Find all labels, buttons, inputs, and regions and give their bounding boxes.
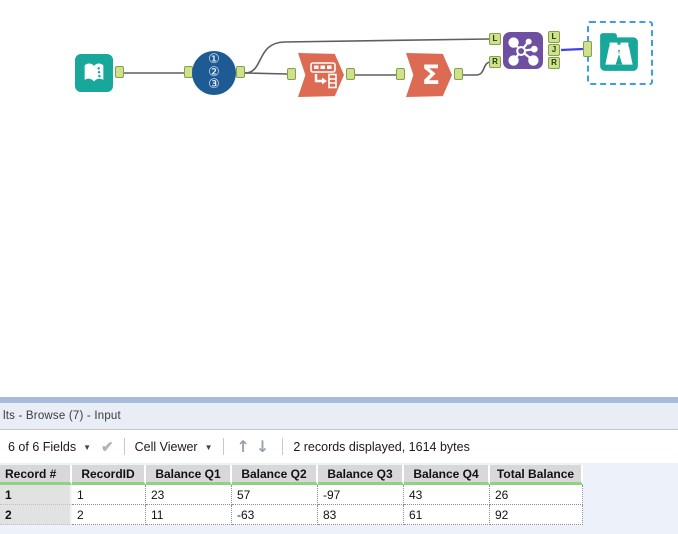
anchor-recordid-output[interactable] [236,66,245,78]
tool-browse[interactable] [598,30,640,78]
connection-recordid-to-join-left[interactable] [244,38,490,74]
results-grid-area: Record # RecordID Balance Q1 Balance Q2 … [0,463,678,534]
anchor-join-input-right[interactable]: R [489,56,501,68]
anchor-join-output-join[interactable]: J [548,44,560,56]
table-header-row: Record # RecordID Balance Q1 Balance Q2 … [0,465,583,485]
cell-balance-q1[interactable]: 23 [146,485,232,505]
anchor-summarize-output[interactable] [454,68,463,80]
connection-summarize-to-join-right[interactable] [463,61,492,76]
cell-balance-q4[interactable]: 61 [404,505,490,525]
digit-2: ② [208,64,220,80]
records-info-text: 2 records displayed, 1614 bytes [293,439,470,454]
cell-balance-q4[interactable]: 43 [404,485,490,505]
anchor-transpose-input[interactable] [287,68,296,80]
column-header-balance-q4[interactable]: Balance Q4 [404,465,490,485]
row-number-cell[interactable]: 1 [0,485,72,505]
next-record-arrow-icon[interactable]: ↓ [255,437,270,456]
fields-dropdown-caret-icon[interactable]: ▼ [83,443,92,452]
cell-recordid[interactable]: 2 [72,505,146,525]
anchor-join-output-left[interactable]: L [548,31,560,43]
cell-balance-q3[interactable]: -97 [318,485,404,505]
cell-balance-q1[interactable]: 11 [146,505,232,525]
join-network-icon [503,32,543,69]
browse-binoculars-icon [598,30,640,78]
column-header-record-number[interactable]: Record # [0,465,72,485]
digit-1: ① [208,52,220,68]
summarize-sigma-icon: Σ [406,53,452,97]
cell-balance-q2[interactable]: -63 [232,505,318,525]
digit-3: ③ [208,77,220,93]
cell-balance-q3[interactable]: 83 [318,505,404,525]
results-panel-title: lts - Browse (7) - Input [0,403,678,430]
cell-total-balance[interactable]: 92 [490,505,583,525]
column-header-balance-q1[interactable]: Balance Q1 [146,465,232,485]
cell-recordid[interactable]: 1 [72,485,146,505]
column-header-recordid[interactable]: RecordID [72,465,146,485]
anchor-join-output-right[interactable]: R [548,57,560,69]
column-header-balance-q3[interactable]: Balance Q3 [318,465,404,485]
column-header-total-balance[interactable]: Total Balance [490,465,583,485]
results-toolbar: 6 of 6 Fields ▼ ✔ Cell Viewer ▼ ↑ ↓ 2 re… [0,430,678,463]
anchor-join-input-left[interactable]: L [489,33,501,45]
anchor-transpose-output[interactable] [346,68,355,80]
record-id-123-icon: ① ② ③ [192,51,236,95]
results-table: Record # RecordID Balance Q1 Balance Q2 … [0,465,583,525]
results-panel: lts - Browse (7) - Input 6 of 6 Fields ▼… [0,396,678,534]
cell-viewer-dropdown[interactable]: Cell Viewer [134,439,198,454]
panel-title-text: lts - Browse (7) - Input [3,410,121,422]
apply-check-icon[interactable]: ✔ [101,438,114,456]
connection-wires [124,38,584,76]
panel-splitter-handle[interactable] [0,396,678,403]
row-number-cell[interactable]: 2 [0,505,72,525]
tool-summarize[interactable]: Σ [406,53,452,97]
tool-join[interactable] [503,32,543,69]
anchor-browse-input[interactable] [583,41,592,57]
input-data-book-icon [75,54,113,92]
anchor-input-output[interactable] [115,66,124,78]
transpose-table-arrow-icon [298,53,344,97]
fields-dropdown[interactable]: 6 of 6 Fields [8,439,77,454]
previous-record-arrow-icon[interactable]: ↑ [236,437,250,456]
toolbar-divider [282,438,284,455]
connection-join-to-browse-selected[interactable] [560,47,584,52]
cell-viewer-caret-icon[interactable]: ▼ [204,443,213,452]
toolbar-divider [123,438,125,455]
workflow-canvas[interactable]: ① ② ③ [0,0,678,396]
anchor-summarize-input[interactable] [396,68,405,80]
tool-input-data[interactable] [75,54,113,92]
table-row: 2 2 11 -63 83 61 92 [0,505,583,525]
cell-total-balance[interactable]: 26 [490,485,583,505]
column-header-balance-q2[interactable]: Balance Q2 [232,465,318,485]
connection-recordid-to-transpose[interactable] [244,72,288,75]
table-row: 1 1 23 57 -97 43 26 [0,485,583,505]
cell-balance-q2[interactable]: 57 [232,485,318,505]
tool-record-id[interactable]: ① ② ③ [192,51,236,95]
toolbar-divider [222,438,224,455]
tool-transpose[interactable] [298,53,344,97]
